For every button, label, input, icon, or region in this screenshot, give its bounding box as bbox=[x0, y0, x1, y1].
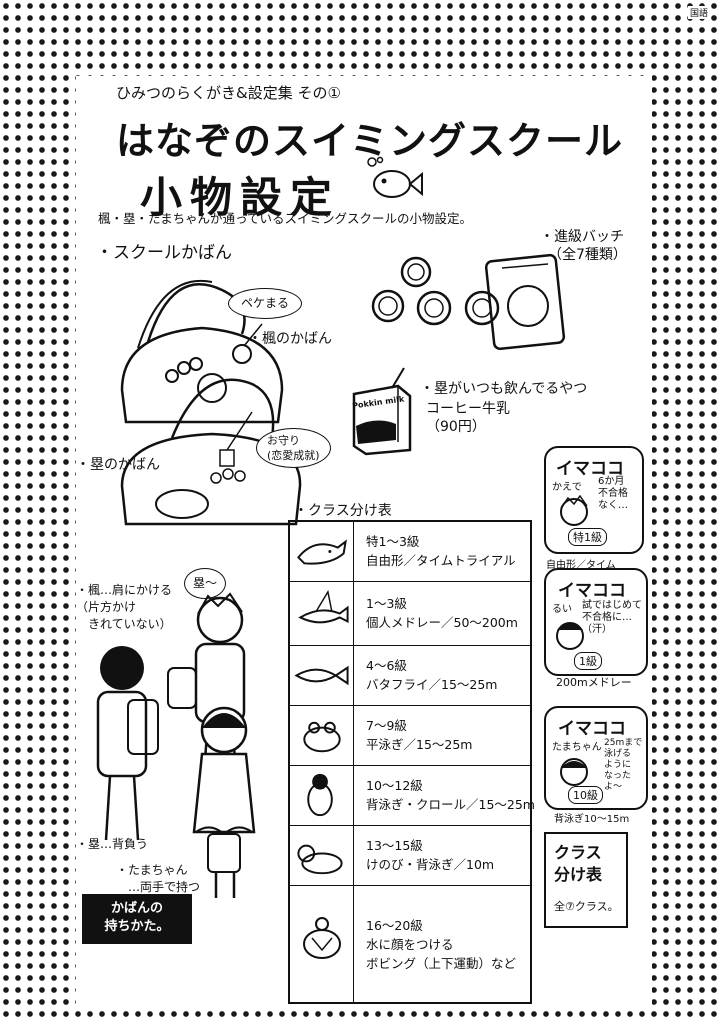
bags-drawing bbox=[120, 279, 302, 526]
sawara-fish-icon bbox=[294, 665, 349, 686]
milk-name: コーヒー牛乳 bbox=[426, 401, 510, 417]
badges-drawing bbox=[371, 253, 566, 351]
now-here-label: イマココ bbox=[556, 459, 624, 479]
tama-carry-note: ・たまちゃん …両手で持つ bbox=[116, 863, 201, 894]
class-table: 特1〜3級自由形／タイムトライアル 1〜3級個人メドレー／50〜200m 4〜6… bbox=[288, 520, 535, 1004]
omamori-tag: お守り (恋愛成就) bbox=[256, 428, 331, 468]
milk-carton-drawing bbox=[352, 367, 412, 456]
class-grade: 4〜6級 bbox=[366, 658, 407, 673]
setting-sheet: ひみつのらくがき&設定集 その① はなぞのスイミングスクール 小物設定 楓・塁・… bbox=[76, 76, 652, 1010]
class-grade: 10〜12級 bbox=[366, 778, 423, 793]
now-here-label: イマココ bbox=[558, 581, 626, 601]
class-grade: 13〜15級 bbox=[366, 838, 423, 853]
now-note: 25mまで 泳げる ように なったよ〜 bbox=[604, 738, 643, 792]
pekemaru-tag: ペケまる bbox=[228, 288, 303, 319]
dolphin-class-cell bbox=[290, 522, 354, 581]
speech-bubble: 塁〜 bbox=[184, 568, 227, 599]
now-who: るい bbox=[552, 604, 572, 615]
series-label: ひみつのらくがき&設定集 その① bbox=[116, 84, 341, 102]
class-row-frog: 7〜9級平泳ぎ／15〜25m bbox=[290, 706, 530, 766]
badge-title: ・進級バッチ bbox=[540, 229, 624, 245]
rui-bag-label: ・塁のかばん bbox=[76, 457, 160, 473]
now-note: 6か月 不合格 なく… bbox=[598, 476, 628, 511]
bags-section-heading: ・スクールかばん bbox=[96, 243, 232, 263]
corner-tag: 国語 bbox=[688, 6, 711, 19]
now-here-label: イマココ bbox=[558, 719, 626, 739]
class-event: 自由形／タイムトライアル bbox=[366, 553, 516, 568]
class-event: 水に顔をつける ボビング（上下運動）など bbox=[366, 937, 517, 971]
children-drawing bbox=[96, 592, 256, 898]
milk-label: ・塁がいつも飲んでるやつ bbox=[420, 381, 588, 397]
now-badge: 10級 bbox=[568, 786, 603, 804]
now-who: たまちゃん bbox=[552, 742, 602, 753]
frog-icon bbox=[303, 721, 341, 753]
now-note: 試ではじめて 不合格に…（汗） bbox=[582, 600, 642, 635]
class-event: 平泳ぎ／15〜25m bbox=[366, 737, 473, 752]
rui-carry-note: ・塁…背負う bbox=[76, 837, 149, 851]
class-grade: 特1〜3級 bbox=[366, 534, 420, 549]
summary-caption: 全⑦クラス。 bbox=[554, 900, 619, 913]
carry-styles-banner: かばんの 持ちかた。 bbox=[82, 894, 192, 944]
kaede-bag-label: ・楓のかばん bbox=[248, 331, 332, 347]
flyingfish-icon bbox=[298, 589, 349, 624]
class-grade: 1〜3級 bbox=[366, 596, 407, 611]
penguin-icon bbox=[307, 773, 333, 817]
class-summary-box: クラス 分け表 全⑦クラス。 bbox=[544, 832, 628, 928]
kaede-carry-note: ・楓…肩にかける （片方かけ きれていない） bbox=[76, 583, 173, 631]
kaede-face-icon bbox=[560, 494, 588, 526]
class-row-sawara: 4〜6級バタフライ／15〜25m bbox=[290, 646, 530, 706]
tama-face-icon bbox=[560, 758, 588, 786]
class-event: けのび・背泳ぎ／10m bbox=[366, 857, 495, 872]
penguin-class-cell bbox=[290, 766, 354, 825]
class-event: 個人メドレー／50〜200m bbox=[366, 615, 518, 630]
dolphin-icon bbox=[297, 539, 347, 565]
now-kaede-bubble: イマココ かえで 6か月 不合格 なく… 特1級 bbox=[544, 446, 644, 554]
summary-title: クラス 分け表 bbox=[554, 843, 603, 884]
class-row-turtle: 16〜20級水に顔をつける ボビング（上下運動）など bbox=[290, 886, 530, 1002]
class-table-title: ・クラス分け表 bbox=[294, 503, 392, 519]
class-grade: 16〜20級 bbox=[366, 918, 423, 933]
flyingfish-class-cell bbox=[290, 582, 354, 645]
goldfish-drawing bbox=[367, 156, 423, 198]
milk-price: （90円） bbox=[426, 419, 486, 435]
now-tama-bubble: イマココ たまちゃん 25mまで 泳げる ように なったよ〜 10級 bbox=[544, 706, 648, 810]
otter-icon bbox=[297, 844, 343, 875]
turtle-icon bbox=[303, 917, 341, 959]
now-event: 背泳ぎ10〜15m bbox=[554, 814, 630, 825]
class-row-dolphin: 特1〜3級自由形／タイムトライアル bbox=[290, 522, 530, 582]
class-row-penguin: 10〜12級背泳ぎ・クロール／15〜25m bbox=[290, 766, 535, 826]
sawara-class-cell bbox=[290, 646, 354, 705]
now-event: 200mメドレー bbox=[556, 676, 632, 689]
now-badge: 特1級 bbox=[568, 528, 607, 546]
rui-face-icon bbox=[556, 622, 584, 650]
page-title: はなぞのスイミングスクール bbox=[116, 119, 624, 163]
class-row-otter: 13〜15級けのび・背泳ぎ／10m bbox=[290, 826, 530, 886]
page-subtitle: 楓・塁・たまちゃんが通っているスイミングスクールの小物設定。 bbox=[98, 211, 473, 226]
class-event: バタフライ／15〜25m bbox=[366, 677, 498, 692]
class-grade: 7〜9級 bbox=[366, 718, 407, 733]
now-who: かえで bbox=[552, 482, 582, 493]
now-rui-bubble: イマココ るい 試ではじめて 不合格に…（汗） 1級 bbox=[544, 568, 648, 676]
frog-class-cell bbox=[290, 706, 354, 765]
badge-count: （全7種類） bbox=[548, 247, 627, 263]
turtle-class-cell bbox=[290, 886, 354, 1002]
class-row-flyingfish: 1〜3級個人メドレー／50〜200m bbox=[290, 582, 530, 646]
page-title-sub: 小物設定 bbox=[140, 173, 341, 222]
now-badge: 1級 bbox=[574, 652, 602, 670]
otter-class-cell bbox=[290, 826, 354, 885]
class-event: 背泳ぎ・クロール／15〜25m bbox=[366, 797, 535, 812]
